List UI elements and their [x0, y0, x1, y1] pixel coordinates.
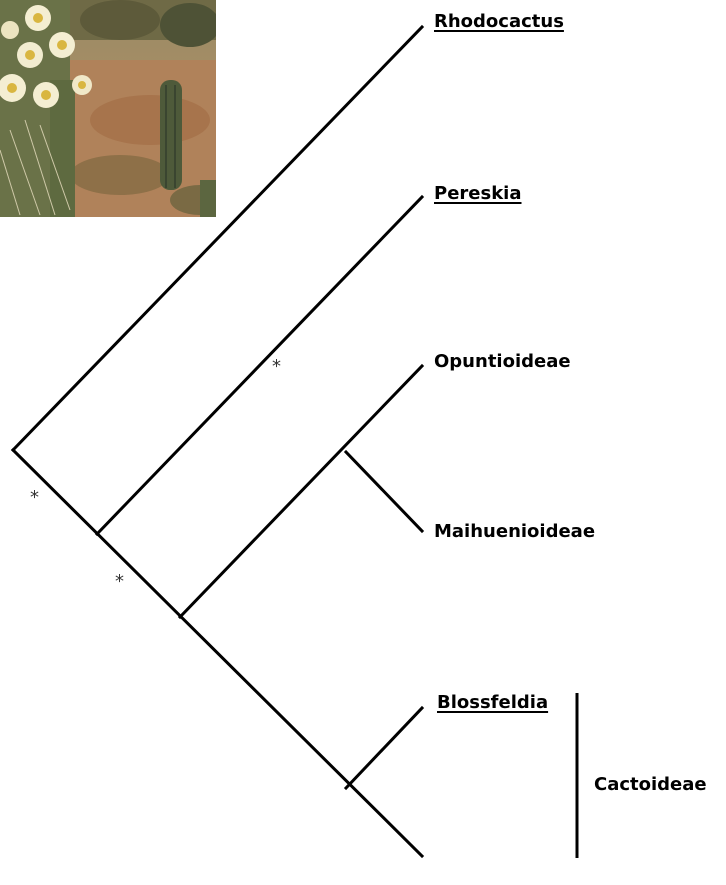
saguaro-photo: [0, 0, 216, 217]
support-mark-root: *: [30, 487, 39, 508]
support-mark-pereskia: *: [272, 356, 281, 377]
cactus-photo-icon: [0, 0, 216, 217]
clade-label-cactoideae: Cactoideae: [594, 774, 707, 795]
support-mark-cactaceae-core: *: [115, 571, 124, 592]
branch-root-stem: [10, 447, 425, 859]
branch-rhodocactus: [10, 24, 425, 453]
branch-opuntioideae-group: [177, 363, 425, 620]
taxon-blossfeldia[interactable]: Blossfeldia: [437, 692, 549, 713]
branch-maihuenioideae: [343, 449, 425, 534]
branch-pereskia: [94, 194, 425, 537]
branch-blossfeldia: [343, 705, 425, 791]
taxon-maihuenioideae: Maihuenioideae: [434, 521, 596, 542]
taxon-rhodocactus[interactable]: Rhodocactus: [434, 11, 564, 32]
taxon-pereskia[interactable]: Pereskia: [434, 183, 522, 204]
taxon-opuntioideae: Opuntioideae: [434, 351, 571, 372]
